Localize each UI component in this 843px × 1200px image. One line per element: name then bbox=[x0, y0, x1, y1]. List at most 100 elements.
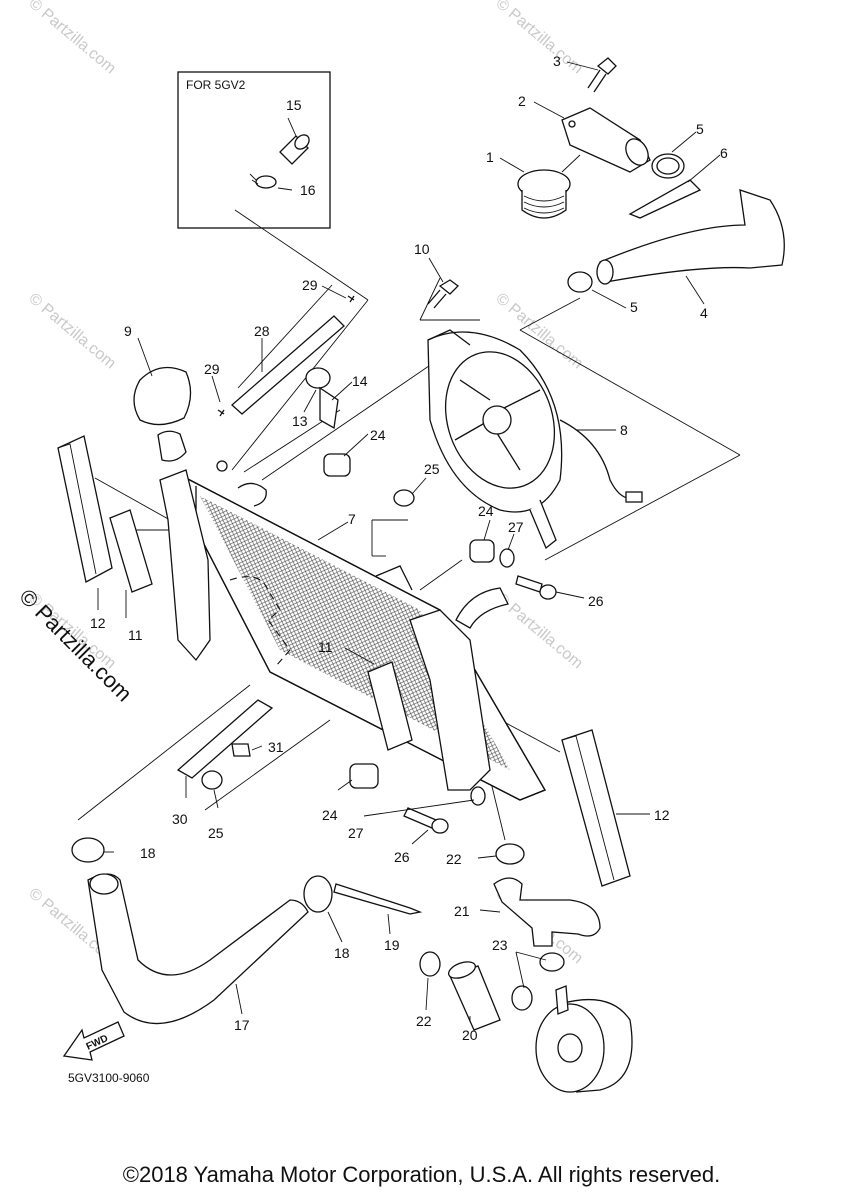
callout-5: 5 bbox=[630, 299, 638, 315]
callout-5: 5 bbox=[696, 121, 704, 137]
oil-cooler bbox=[535, 985, 633, 1093]
part-11-sponge-left bbox=[109, 509, 153, 593]
part-25-collar-bottom bbox=[201, 770, 223, 790]
part-26-bolt-bottom bbox=[403, 807, 449, 834]
callout-31: 31 bbox=[268, 739, 284, 755]
callout-1: 1 bbox=[486, 149, 494, 165]
part-6-bracket bbox=[628, 179, 702, 219]
callout-numbers: 3 2 1 5 6 4 5 10 15 16 29 9 28 29 14 13 … bbox=[90, 53, 728, 1043]
part-4-hose bbox=[596, 189, 785, 285]
part-9-cap bbox=[133, 366, 192, 462]
callout-28: 28 bbox=[254, 323, 270, 339]
callout-10: 10 bbox=[414, 241, 430, 257]
callout-7: 7 bbox=[348, 511, 356, 527]
part-23-clamp-a bbox=[539, 952, 565, 972]
part-18-clamp-left bbox=[71, 837, 105, 863]
part-8-fan bbox=[427, 329, 643, 550]
callout-4: 4 bbox=[700, 305, 708, 321]
callout-24: 24 bbox=[478, 503, 494, 519]
callout-18: 18 bbox=[334, 945, 350, 961]
callout-20: 20 bbox=[462, 1027, 478, 1043]
callout-26: 26 bbox=[588, 593, 604, 609]
part-27-washer-bottom bbox=[470, 786, 486, 806]
side-watermark: © Partzilla.com bbox=[14, 584, 137, 707]
callout-11: 11 bbox=[128, 627, 143, 643]
callout-2: 2 bbox=[518, 93, 526, 109]
part-12-sponge-right bbox=[561, 729, 631, 887]
radiator-outlet-pipe bbox=[455, 587, 509, 629]
part-20-hose bbox=[447, 961, 501, 1031]
part-7-radiator bbox=[159, 460, 546, 801]
callout-24: 24 bbox=[322, 807, 338, 823]
part-23-clamp-b bbox=[511, 985, 533, 1011]
callout-12: 12 bbox=[654, 807, 670, 823]
callout-12: 12 bbox=[90, 615, 106, 631]
callout-25: 25 bbox=[208, 825, 224, 841]
callout-19: 19 bbox=[384, 937, 400, 953]
part-21-hose bbox=[493, 877, 601, 947]
callout-6: 6 bbox=[720, 145, 728, 161]
callout-22: 22 bbox=[416, 1013, 432, 1029]
part-24-damper-top bbox=[323, 453, 351, 477]
watermark-text: © Partzilla.com bbox=[25, 0, 119, 77]
callout-leaders bbox=[97, 61, 721, 1022]
copyright-notice: ©2018 Yamaha Motor Corporation, U.S.A. A… bbox=[122, 1162, 721, 1187]
part-30-bracket bbox=[176, 699, 274, 779]
part-24-damper-bottom bbox=[349, 763, 379, 789]
part-3-bolt bbox=[587, 57, 617, 93]
variant-box-label: FOR 5GV2 bbox=[186, 78, 246, 92]
part-5-clamp-top bbox=[651, 153, 685, 179]
callout-13: 13 bbox=[292, 413, 308, 429]
part-19-bracket bbox=[333, 883, 423, 915]
part-31-bolt bbox=[231, 743, 251, 757]
callout-9: 9 bbox=[124, 323, 132, 339]
variant-box: FOR 5GV2 bbox=[177, 71, 331, 229]
watermark-text: © Partzilla.com bbox=[25, 290, 119, 372]
callout-3: 3 bbox=[553, 53, 561, 69]
callout-29: 29 bbox=[302, 277, 318, 293]
callout-11: 11 bbox=[318, 639, 333, 655]
callout-29: 29 bbox=[204, 361, 220, 377]
part-28-hose bbox=[231, 315, 345, 415]
watermark-text: © Partzilla.com bbox=[492, 0, 586, 77]
callout-17: 17 bbox=[234, 1017, 250, 1033]
callout-23: 23 bbox=[492, 937, 508, 953]
part-27-washer-right bbox=[499, 548, 515, 568]
part-1-thermostat bbox=[517, 154, 581, 219]
part-5-clamp-lower bbox=[567, 271, 593, 293]
part-25-collar-top bbox=[393, 489, 415, 507]
callout-18: 18 bbox=[140, 845, 156, 861]
part-2-housing bbox=[561, 107, 651, 173]
part-24-damper-right bbox=[469, 539, 495, 563]
part-18-clamp-middle bbox=[303, 875, 333, 913]
callout-14: 14 bbox=[352, 373, 368, 389]
part-12-sponge-left bbox=[57, 435, 113, 583]
callout-27: 27 bbox=[348, 825, 364, 841]
part-17-hose bbox=[87, 873, 309, 1025]
part-29-clip-lower bbox=[217, 409, 225, 417]
callout-15: 15 bbox=[286, 97, 302, 113]
part-22-clamp-upper bbox=[495, 843, 525, 865]
part-10-bolt bbox=[427, 279, 459, 309]
part-16-clamp bbox=[249, 173, 277, 189]
callout-22: 22 bbox=[446, 851, 462, 867]
part-26-bolt-right bbox=[515, 575, 557, 600]
callout-25: 25 bbox=[424, 461, 440, 477]
part-14-bracket bbox=[319, 386, 339, 430]
callout-26: 26 bbox=[394, 849, 410, 865]
part-11-sponge-center bbox=[367, 661, 413, 751]
part-22-clamp-lower bbox=[419, 951, 441, 977]
callout-21: 21 bbox=[454, 903, 470, 919]
callout-16: 16 bbox=[300, 182, 316, 198]
callout-30: 30 bbox=[172, 811, 188, 827]
callout-8: 8 bbox=[620, 422, 628, 438]
callout-24: 24 bbox=[370, 427, 386, 443]
part-15-hose bbox=[279, 134, 310, 165]
part-29-clip-top bbox=[347, 295, 355, 303]
callout-27: 27 bbox=[508, 519, 524, 535]
forward-arrow-icon: FWD bbox=[62, 1021, 125, 1061]
diagram-code: 5GV3100-9060 bbox=[68, 1071, 150, 1085]
part-13-grommet bbox=[305, 367, 331, 389]
